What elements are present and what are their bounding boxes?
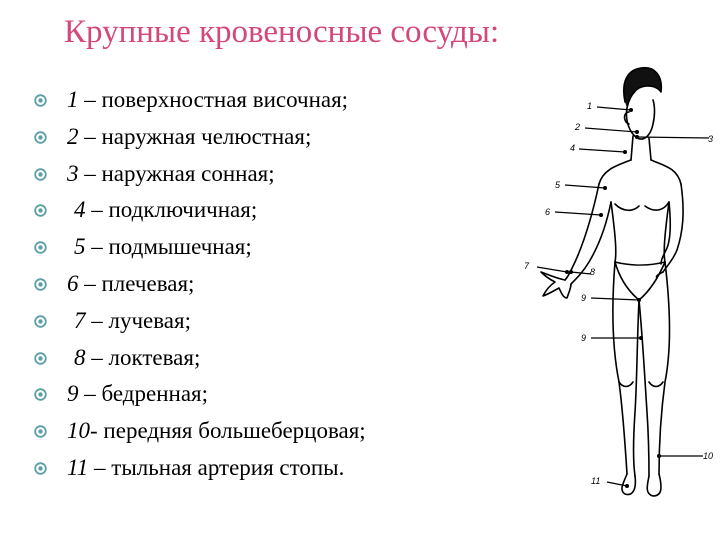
item-number: 4	[74, 197, 86, 223]
diagram-label: 1	[587, 101, 592, 111]
circle-target-icon	[34, 241, 47, 254]
circle-target-icon	[34, 278, 47, 291]
list-item-text: 4 – подключичная;	[74, 192, 257, 229]
diagram-label: 11	[591, 476, 600, 486]
list-item-text: 5 – подмышечная;	[74, 229, 252, 266]
item-label: – поверхностная височная;	[78, 87, 349, 112]
list-item-text: 2 – наружная челюстная;	[67, 119, 311, 156]
list-item-text: 11 – тыльная артерия стопы.	[67, 450, 344, 487]
item-label: – наружная челюстная;	[78, 123, 312, 149]
circle-target-icon	[34, 351, 47, 365]
diagram-label: 7	[524, 261, 530, 271]
item-label: – бедренная;	[78, 381, 209, 407]
list-item-text: 10- передняя большеберцовая;	[67, 413, 366, 450]
diagram-label: 5	[555, 180, 561, 190]
item-number: 1	[67, 87, 79, 112]
item-number: 2	[67, 123, 79, 149]
circle-target-icon	[34, 94, 47, 107]
item-number: 6	[67, 270, 79, 296]
item-number: 7	[74, 307, 86, 333]
item-number: 11	[67, 454, 89, 480]
diagram-label: 10	[703, 451, 713, 461]
item-number: 10-	[67, 418, 98, 444]
list-item-text: 8 – локтевая;	[74, 340, 200, 377]
list-item-text: 3 – наружная сонная;	[67, 156, 275, 193]
slide-title: Крупные кровеносные сосуды:	[64, 14, 500, 50]
human-figure-illustration: 1 2 3 4 5 6 7 8 9 9 10 11	[524, 67, 713, 497]
circle-target-icon	[34, 167, 47, 181]
item-number: 3	[67, 160, 79, 186]
item-label: – локтевая;	[85, 344, 201, 370]
item-number: 9	[67, 381, 79, 407]
item-label: – подключичная;	[85, 197, 258, 223]
list-item-text: 6 – плечевая;	[67, 266, 194, 303]
item-label: – плечевая;	[78, 270, 195, 296]
circle-target-icon	[34, 204, 47, 218]
item-number: 5	[74, 234, 86, 260]
diagram-label: 6	[545, 207, 550, 217]
item-number: 8	[74, 344, 86, 370]
list-item-text: 7 – лучевая;	[74, 303, 191, 340]
item-label: передняя большеберцовая;	[97, 418, 366, 444]
circle-target-icon	[34, 315, 47, 328]
diagram-label: 3	[708, 134, 713, 144]
circle-target-icon	[34, 388, 47, 402]
list-item-text: 1 – поверхностная височная;	[67, 82, 348, 119]
item-label: – подмышечная;	[85, 234, 252, 260]
diagram-label: 4	[570, 143, 575, 153]
diagram-label: 8	[590, 267, 595, 277]
item-label: – наружная сонная;	[78, 160, 275, 186]
diagram-label: 9	[581, 293, 586, 303]
item-label: – тыльная артерия стопы.	[88, 454, 345, 480]
item-label: – лучевая;	[85, 307, 191, 333]
circle-target-icon	[34, 425, 47, 438]
circle-target-icon	[34, 131, 47, 144]
diagram-label: 2	[574, 122, 580, 132]
diagram-label: 9	[581, 333, 586, 343]
list-item-text: 9 – бедренная;	[67, 376, 208, 413]
circle-target-icon	[34, 462, 47, 475]
body-vessels-diagram: 1 2 3 4 5 6 7 8 9 9 10 11	[515, 62, 715, 517]
